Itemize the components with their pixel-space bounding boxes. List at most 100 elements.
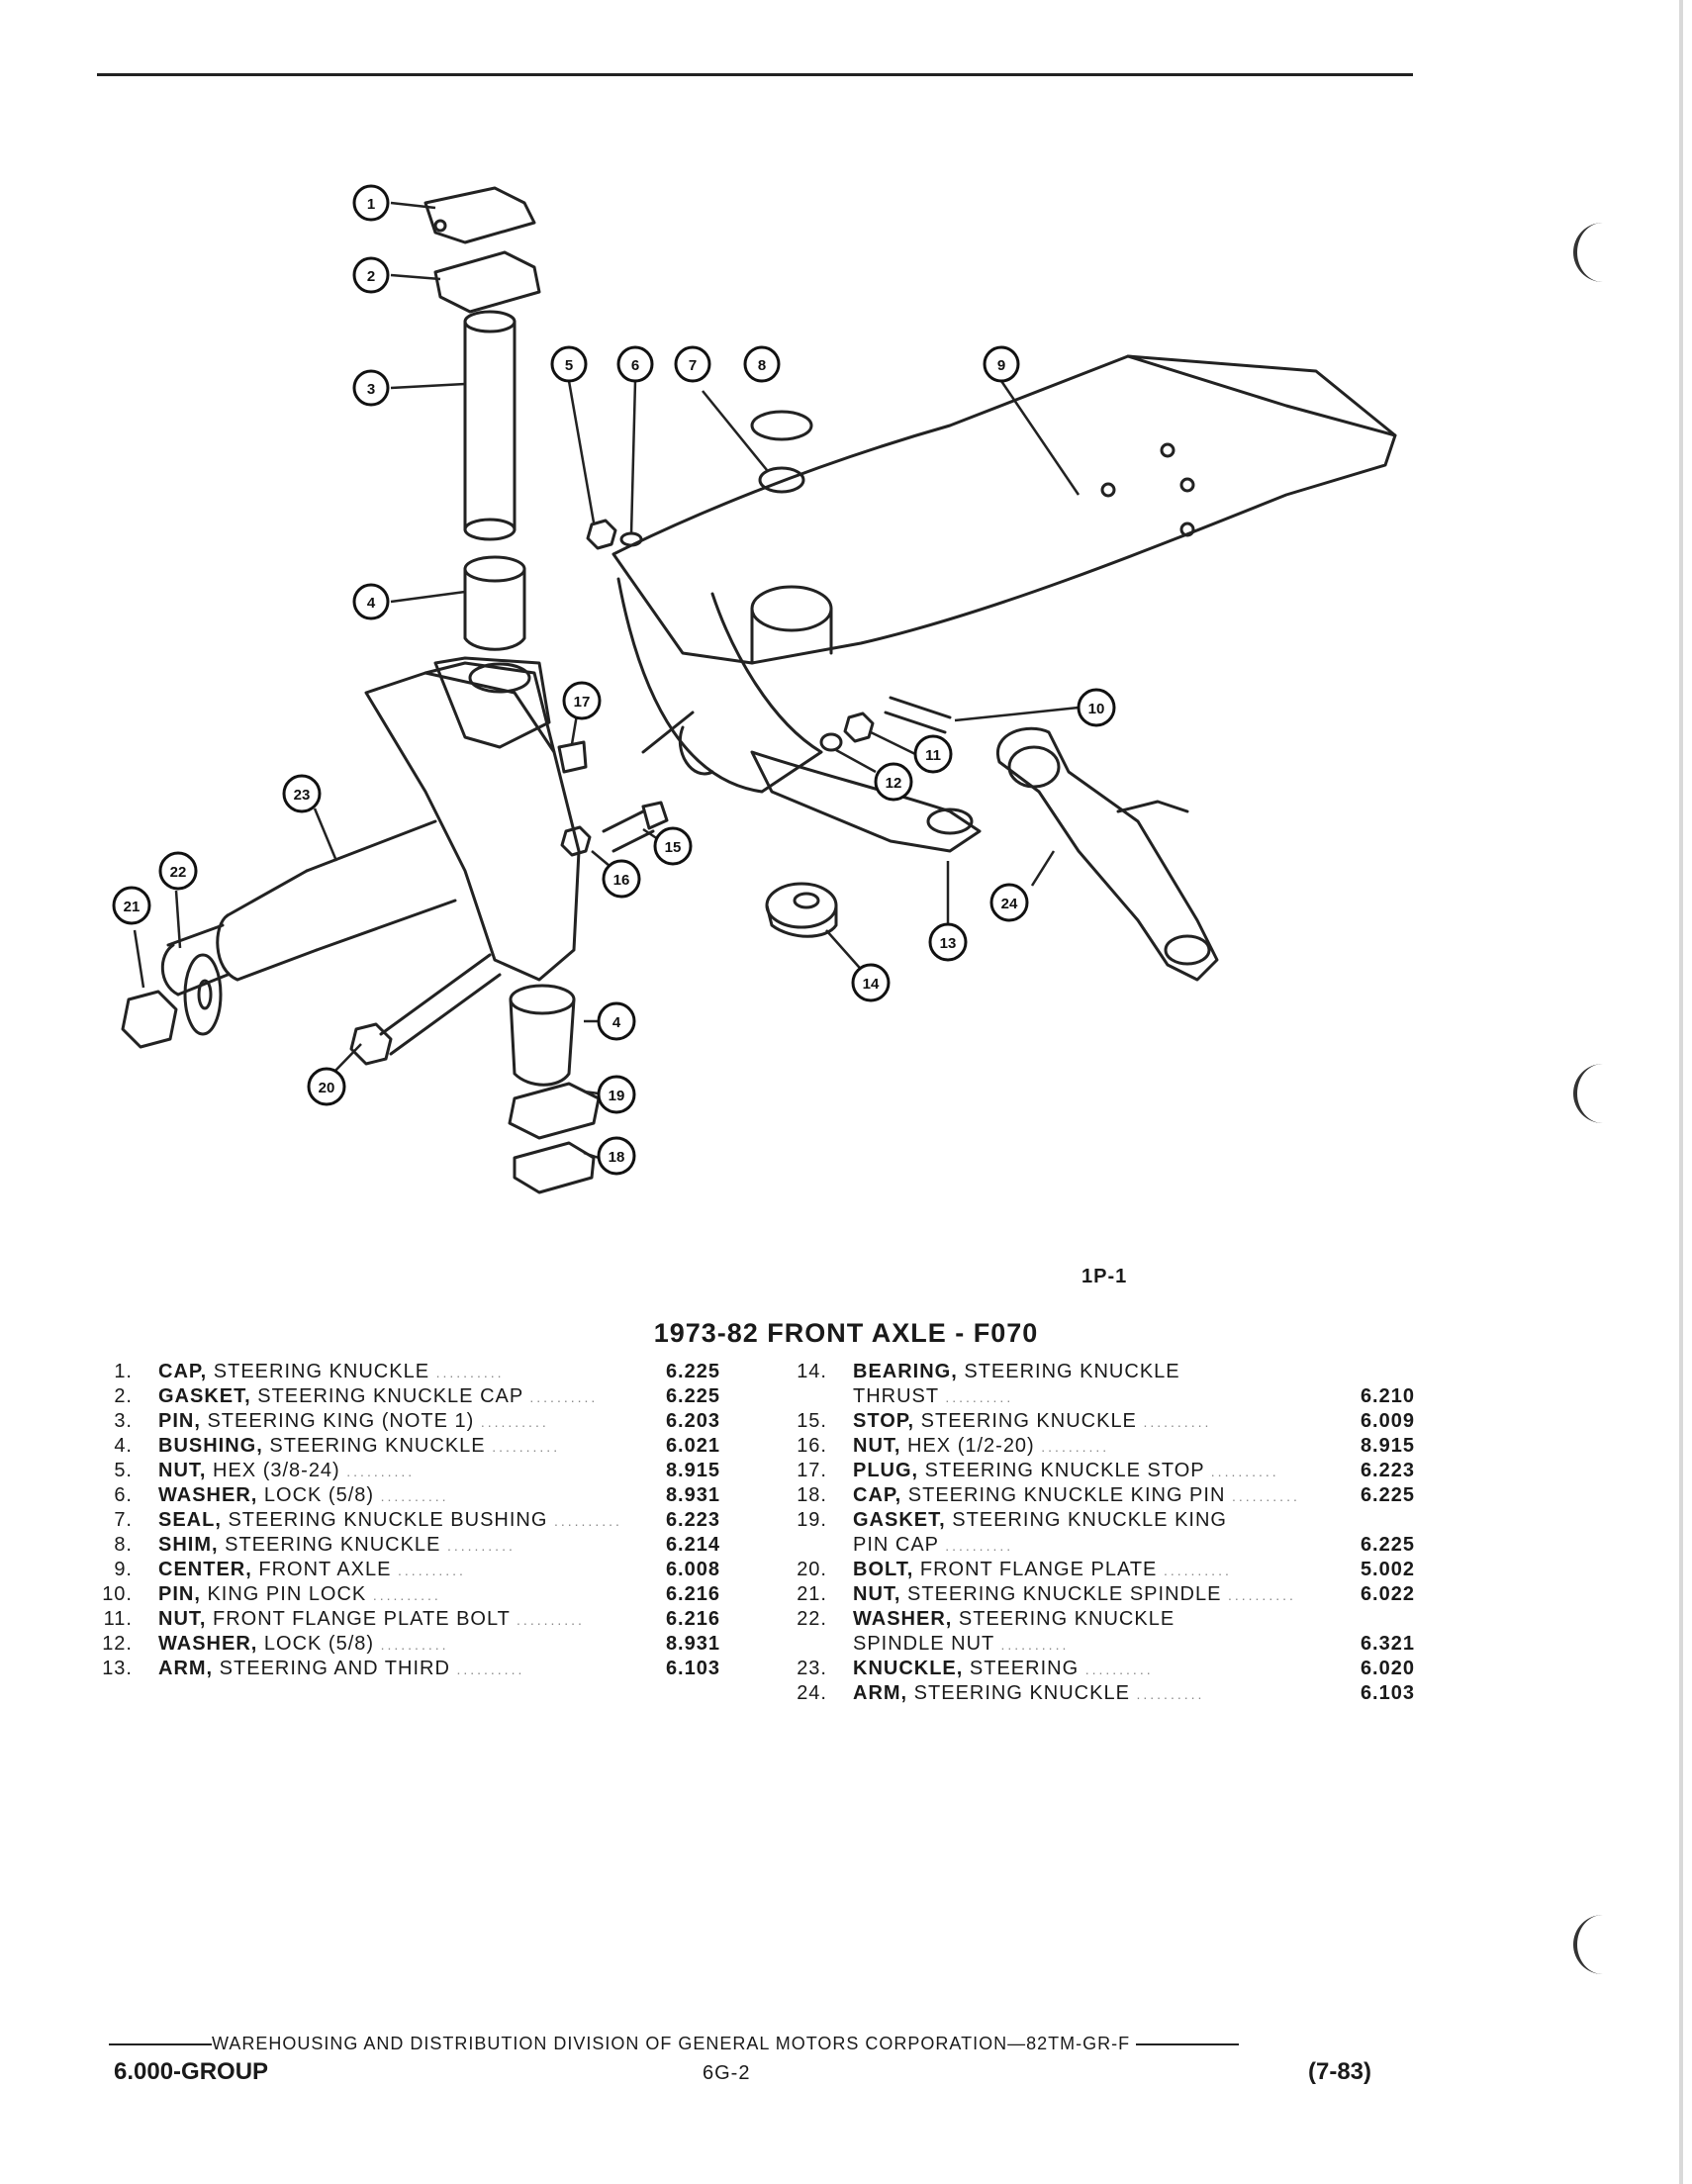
steering-knuckle-arm-24 xyxy=(995,726,1219,982)
part-row: 11.NUT, FRONT FLANGE PLATE BOLT ........… xyxy=(87,1607,720,1632)
part-number: 18. xyxy=(797,1484,827,1506)
part-description: STEERING KNUCKLE KING PIN xyxy=(901,1484,1226,1506)
leader-dots: .......... xyxy=(346,1464,416,1479)
part-number: 2. xyxy=(114,1385,133,1407)
part-row: 10.PIN, KING PIN LOCK ..........6.216 xyxy=(87,1582,720,1607)
leader-dots: .......... xyxy=(553,1513,622,1529)
part-name: PIN, STEERING KING (NOTE 1) .......... xyxy=(158,1409,549,1435)
part-number: 4. xyxy=(114,1435,133,1457)
callout-4-upper: 4 xyxy=(352,583,390,620)
part-number: 3. xyxy=(114,1410,133,1432)
part-type: SHIM, xyxy=(158,1534,219,1556)
footer-rule-left xyxy=(109,2043,212,2046)
part-description-cont: SPINDLE NUT xyxy=(853,1633,994,1655)
part-row: 7.SEAL, STEERING KNUCKLE BUSHING .......… xyxy=(87,1508,720,1533)
callout-6: 6 xyxy=(616,345,654,383)
leader-dots: .......... xyxy=(446,1538,516,1554)
part-description: STEERING KNUCKLE KING xyxy=(945,1509,1227,1531)
part-name: PIN, KING PIN LOCK .......... xyxy=(158,1582,441,1608)
part-code: 8.931 xyxy=(665,1484,720,1506)
part-name: KNUCKLE, STEERING .......... xyxy=(853,1657,1154,1682)
king-pin-3 xyxy=(463,320,517,531)
part-description: FRONT FLANGE PLATE BOLT xyxy=(206,1608,511,1630)
part-code: 6.103 xyxy=(1360,1682,1415,1704)
part-type: PLUG, xyxy=(853,1460,919,1481)
part-description: FRONT FLANGE PLATE xyxy=(913,1559,1158,1580)
part-code: 8.931 xyxy=(665,1633,720,1655)
page-title: 1973-82 FRONT AXLE - F070 xyxy=(653,1318,1039,1348)
part-description: STEERING xyxy=(963,1658,1080,1679)
nut-16 xyxy=(560,825,592,857)
part-row: 20.BOLT, FRONT FLANGE PLATE ..........5.… xyxy=(782,1558,1415,1582)
part-number: 8. xyxy=(114,1534,133,1556)
part-code: 6.020 xyxy=(1360,1658,1415,1679)
leader-dots: .......... xyxy=(1136,1686,1205,1702)
part-description: STEERING KNUCKLE xyxy=(262,1435,486,1457)
part-description: STEERING KNUCKLE xyxy=(914,1410,1137,1432)
callout-20: 20 xyxy=(307,1067,346,1106)
part-row: 23.KNUCKLE, STEERING ..........6.020 xyxy=(782,1657,1415,1681)
nut-11 xyxy=(843,712,875,743)
part-type: BEARING, xyxy=(853,1361,958,1382)
callout-17: 17 xyxy=(562,681,602,720)
svg-text:3: 3 xyxy=(367,381,375,398)
part-row: 2. GASKET, STEERING KNUCKLE CAP .........… xyxy=(87,1384,720,1409)
part-number: 6. xyxy=(114,1484,133,1506)
part-name: BOLT, FRONT FLANGE PLATE .......... xyxy=(853,1558,1232,1583)
part-description: HEX (1/2-20) xyxy=(900,1435,1035,1457)
gasket-19 xyxy=(508,1082,601,1140)
callout-21: 21 xyxy=(112,886,151,925)
callout-18: 18 xyxy=(597,1136,636,1176)
part-type: ARM, xyxy=(853,1682,908,1704)
leader-dots: .......... xyxy=(1143,1414,1212,1430)
leader-dots: .......... xyxy=(380,1488,449,1504)
part-code: 6.203 xyxy=(665,1410,720,1432)
part-name: NUT, STEERING KNUCKLE SPINDLE .......... xyxy=(853,1582,1296,1608)
footer-division-line: WAREHOUSING AND DISTRIBUTION DIVISION OF… xyxy=(109,2034,1385,2054)
part-code: 6.225 xyxy=(665,1361,720,1382)
part-type: NUT, xyxy=(158,1460,207,1481)
part-number: 13. xyxy=(102,1658,133,1679)
part-description: HEX (3/8-24) xyxy=(206,1460,340,1481)
bushing-4-lower xyxy=(509,997,576,1087)
part-number: 15. xyxy=(797,1410,827,1432)
footer-date: (7-83) xyxy=(1308,2058,1372,2085)
part-type: SEAL, xyxy=(158,1509,222,1531)
part-name: GASKET, STEERING KNUCKLE CAP .......... xyxy=(158,1384,598,1410)
callout-12: 12 xyxy=(874,762,913,802)
part-description: LOCK (5/8) xyxy=(257,1484,375,1506)
part-code: 6.216 xyxy=(665,1583,720,1605)
part-description: STEERING AND THIRD xyxy=(213,1658,450,1679)
part-type: WASHER, xyxy=(853,1608,953,1630)
part-code: 6.225 xyxy=(665,1385,720,1407)
svg-text:15: 15 xyxy=(665,839,682,856)
svg-text:21: 21 xyxy=(124,899,141,915)
callout-5: 5 xyxy=(550,345,588,383)
part-type: CAP, xyxy=(853,1484,902,1506)
steering-knuckle-23 xyxy=(364,671,581,982)
part-description: LOCK (5/8) xyxy=(257,1633,375,1655)
callout-16: 16 xyxy=(602,859,641,899)
svg-text:9: 9 xyxy=(997,357,1005,374)
part-type: GASKET, xyxy=(853,1509,946,1531)
leader-dots: .......... xyxy=(492,1439,561,1455)
footer-rule-right xyxy=(1136,2043,1240,2046)
part-name: NUT, HEX (3/8-24) .......... xyxy=(158,1459,415,1484)
part-row: 17.PLUG, STEERING KNUCKLE STOP .........… xyxy=(782,1459,1415,1483)
part-number: 14. xyxy=(797,1361,827,1382)
part-number: 20. xyxy=(797,1559,827,1580)
part-description: KING PIN LOCK xyxy=(200,1583,367,1605)
leader-dots: .......... xyxy=(1163,1563,1232,1578)
part-name: CAP, STEERING KNUCKLE .......... xyxy=(158,1360,505,1385)
footer-group: 6.000-GROUP xyxy=(114,2058,269,2085)
stop-15 xyxy=(602,809,655,853)
leader-dots: .......... xyxy=(517,1612,585,1628)
part-type: KNUCKLE, xyxy=(853,1658,964,1679)
axle-center-beam xyxy=(611,354,1397,665)
figure-reference-code: 1P-1 xyxy=(1081,1266,1128,1287)
callout-8: 8 xyxy=(743,345,781,383)
part-description-cont: THRUST xyxy=(853,1385,939,1407)
